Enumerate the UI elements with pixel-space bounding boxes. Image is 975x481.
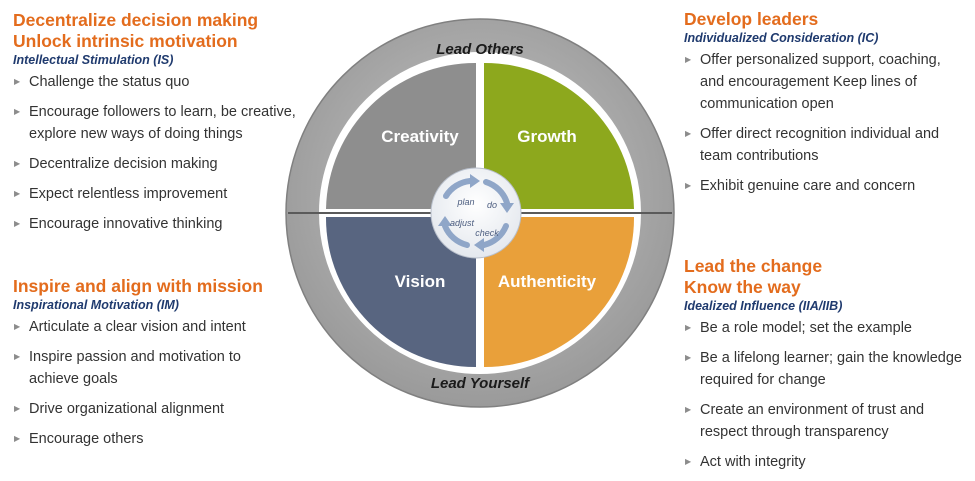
cycle-check: check: [475, 228, 499, 238]
bullet-arrow-icon: ▶: [14, 189, 21, 198]
bullet-arrow-icon: ▶: [685, 55, 692, 64]
heading-know-way: Know the way: [684, 277, 801, 297]
list-item: ▶Act with integrity: [684, 451, 969, 473]
list-item: ▶Be a role model; set the example: [684, 317, 969, 339]
quadrant-creativity: [326, 62, 476, 210]
bullet-arrow-icon: ▶: [14, 219, 21, 228]
list-item: ▶Encourage innovative thinking: [13, 213, 298, 235]
bullet-arrow-icon: ▶: [685, 353, 692, 362]
quadrant-authenticity: [484, 217, 635, 368]
label-growth: Growth: [517, 127, 577, 146]
ii-list: ▶Be a role model; set the example ▶Be a …: [684, 317, 969, 473]
heading-lead-change: Lead the change: [684, 256, 823, 276]
heading-inspire-align: Inspire and align with mission: [13, 276, 263, 296]
label-creativity: Creativity: [381, 127, 459, 146]
label-authenticity: Authenticity: [498, 272, 597, 291]
section-intellectual-stimulation: Decentralize decision making Unlock intr…: [13, 10, 298, 243]
bullet-arrow-icon: ▶: [685, 129, 692, 138]
subheading-im: Inspirational Motivation (IM): [13, 298, 179, 312]
cycle-adjust: adjust: [450, 218, 475, 228]
section-idealized-influence: Lead the change Know the way Idealized I…: [684, 256, 969, 481]
heading-decentralize: Decentralize decision making: [13, 10, 259, 30]
label-lead-yourself: Lead Yourself: [431, 375, 531, 392]
list-item: ▶Be a lifelong learner; gain the knowled…: [684, 347, 962, 391]
cycle-do: do: [487, 200, 497, 210]
bullet-arrow-icon: ▶: [14, 404, 21, 413]
list-item: ▶Inspire passion and motivation to achie…: [13, 346, 284, 390]
cycle-arrows-icon: [442, 178, 510, 248]
list-item: ▶Offer direct recognition individual and…: [684, 123, 962, 167]
subheading-ic: Individualized Consideration (IC): [684, 31, 879, 45]
subheading-is: Intellectual Stimulation (IS): [13, 53, 174, 67]
list-item: ▶Drive organizational alignment: [13, 398, 298, 420]
bullet-arrow-icon: ▶: [14, 434, 21, 443]
list-item: ▶Exhibit genuine care and concern: [684, 175, 969, 197]
list-item: ▶Decentralize decision making: [13, 153, 298, 175]
section-inspirational-motivation: Inspire and align with mission Inspirati…: [13, 276, 298, 458]
is-list: ▶Challenge the status quo ▶Encourage fol…: [13, 71, 298, 235]
section-individualized-consideration: Develop leaders Individualized Considera…: [684, 9, 969, 205]
subheading-iia-iib: Idealized Influence (IIA/IIB): [684, 299, 843, 313]
label-lead-others: Lead Others: [436, 41, 524, 58]
list-item: ▶Articulate a clear vision and intent: [13, 316, 298, 338]
bullet-arrow-icon: ▶: [685, 181, 692, 190]
list-item: ▶Challenge the status quo: [13, 71, 298, 93]
quadrant-vision: [325, 217, 476, 368]
list-item: ▶Expect relentless improvement: [13, 183, 298, 205]
ic-list: ▶Offer personalized support, coaching, a…: [684, 49, 969, 197]
bullet-arrow-icon: ▶: [14, 159, 21, 168]
cycle-arrowheads-icon: [438, 174, 514, 252]
cycle-plan: plan: [456, 197, 474, 207]
bullet-arrow-icon: ▶: [14, 352, 21, 361]
heading-unlock-motivation: Unlock intrinsic motivation: [13, 31, 238, 51]
bullet-arrow-icon: ▶: [14, 77, 21, 86]
bullet-arrow-icon: ▶: [14, 107, 21, 116]
bullet-arrow-icon: ▶: [685, 323, 692, 332]
im-list: ▶Articulate a clear vision and intent ▶I…: [13, 316, 298, 450]
bullet-arrow-icon: ▶: [14, 322, 21, 331]
list-item: ▶Offer personalized support, coaching, a…: [684, 49, 962, 115]
heading-develop-leaders: Develop leaders: [684, 9, 819, 29]
list-item: ▶Create an environment of trust and resp…: [684, 399, 975, 443]
list-item: ▶Encourage others: [13, 428, 298, 450]
quadrant-growth: [484, 62, 634, 210]
bullet-arrow-icon: ▶: [685, 457, 692, 466]
list-item: ▶Encourage followers to learn, be creati…: [13, 101, 298, 145]
label-vision: Vision: [395, 272, 446, 291]
bullet-arrow-icon: ▶: [685, 405, 692, 414]
